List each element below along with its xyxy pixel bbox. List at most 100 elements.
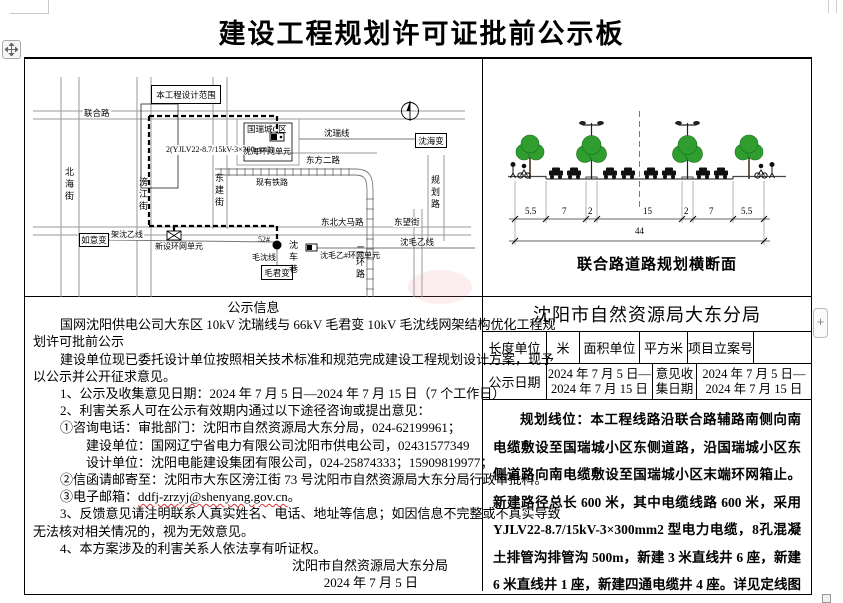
pole-52-node [272,240,282,250]
map-label-beihai-street: 北海街 [64,167,74,203]
map-label-existing-railway: 现有铁路 [256,178,288,187]
map-label-guorui-block: 国瑞城C区 [247,124,287,134]
map-label-shenche-lane: 沈车巷 [288,240,298,276]
notice-line: 国网沈阳供电公司大东区 10kV 沈瑞线与 66kV 毛君变 10kV 毛沈线网… [60,317,556,333]
map-label-dongjian-street: 东建街 [214,173,224,209]
units-row: 长度单位 米 面积单位 平方米 项目立案号 [483,332,811,364]
map-label-maojun-substation: 毛君变 [261,265,293,280]
collect-date-value: 2024 年 7 月 5 日— 2024 年 7 月 15 日 [702,366,806,396]
planned-alignment-text: 规划线位：本工程线路沿联合路辅路南侧向南电缆敷设至国瑞城小区东侧道路，沿国瑞城小… [493,412,801,592]
site-plan-map: 本工程设计范围 沈海变 如意变 毛君变 联合路 2(YJLV22-8.7/15k… [25,59,482,297]
tree-with-lamp [576,121,607,179]
north-compass-icon [401,101,419,121]
publicity-date-value: 2024 年 7 月 5 日— 2024 年 7 月 15 日 [547,364,653,399]
map-label-jiashen-b-line: 架沈乙线 [110,230,144,240]
guorui-parcel [236,118,300,166]
notice-heading: 公示信息 [227,300,280,315]
map-label-shenmao-b-line: 沈毛乙线 [400,237,435,247]
map-label-shenhai-ring-unit: 沈海环网单元 [243,147,291,156]
notice-board-table: 本工程设计范围 沈海变 如意变 毛君变 联合路 2(YJLV22-8.7/15k… [24,57,812,595]
pedestrians [510,162,775,179]
bureau-panel: 沈阳市自然资源局大东分局 长度单位 米 面积单位 平方米 项目立案号 公示日期 … [483,297,811,592]
map-label-dongbei-avenue: 东北大马路 [321,217,364,227]
notice-line: ②信函请邮寄至：沈阳市大东区滂江街 73 号沈阳市自然资源局大东分局行政审批科。 [60,472,548,488]
watermark-stamp [408,270,472,304]
tree [515,134,545,179]
notice-date: 2024 年 7 月 5 日 [323,575,418,591]
map-label-pole-52: 52# [258,235,270,244]
dimension-lines [509,181,770,245]
notice-line: 4、本方案涉及的利害关系人依法享有听证权。 [60,540,327,556]
tree [734,134,764,179]
notice-line: 1、公示及收集意见日期：2024 年 7 月 5 日—2024 年 7 月 15… [60,386,506,402]
move-arrows-icon [5,43,18,56]
email-label: ③电子邮箱： [60,489,139,505]
cross-section-drawing [508,111,786,245]
area-unit-value: 平方米 [640,332,688,363]
notice-line: 2、利害关系人可在公示有效期内通过以下途径咨询或提出意见： [60,403,431,419]
ring-unit-symbols [166,132,318,252]
site-plan-cell: 本工程设计范围 沈海变 如意变 毛君变 联合路 2(YJLV22-8.7/15k… [25,59,483,297]
cars [549,167,728,179]
map-label-pangjiang-street: 滂江街 [138,177,148,213]
road-cross-section-cell: 5.5 7 2 15 2 7 5.5 44 联合路道路规划横断面 [483,59,811,297]
notice-line: 3、反馈意见请注明联系人真实姓名、电话、地址等信息；如因信息不完整或不真实导致 [60,506,561,522]
map-label-maoshen-line: 毛沈线 [252,253,276,262]
map-label-cable-spec: 2(YJLV22-8.7/15kV-3×300mm2) [165,145,275,155]
notice-line: 建设单位：国网辽宁省电力有限公司沈阳市供电公司，02431577349 [86,437,470,453]
notice-line: ①咨询电话：审批部门：沈阳市自然资源局大东分局，024-62199961； [60,420,461,436]
railway [215,168,374,297]
email-suffix: 。 [287,489,301,505]
notice-line: 以公示并公开征求意见。 [33,368,177,384]
dim-sidewalk-left: 5.5 [525,206,537,216]
railway-ties [220,168,374,290]
notice-line: 建设单位现已委托设计单位按照相关技术标准和规范完成建设工程规划设计方案，现予 [60,351,555,367]
power-lines [106,138,475,265]
table-grid-fragment-top-right-1 [828,0,829,13]
publicity-date-label: 公示日期 [483,364,547,399]
map-label-second-ring-road: 二环路 [355,245,365,281]
notice-line: 设计单位：沈阳电能建设集团有限公司，024-25874333；159098199… [86,454,494,470]
bureau-title: 沈阳市自然资源局大东分局 [483,297,811,332]
page-title: 建设工程规划许可证批前公示板 [218,19,625,49]
map-label-shenrui-line: 沈瑞线 [324,128,350,138]
dim-carriageway: 15 [643,206,652,216]
dim-sidewalk-right: 5.5 [741,206,753,216]
table-move-handle-icon[interactable] [2,40,21,59]
dim-lane-right: 7 [709,206,714,216]
map-label-shenmao-b-ring-unit: 沈毛乙#环网单元 [320,251,380,260]
notice-signature: 沈阳市自然资源局大东分局 [291,558,448,574]
map-label-dongfang-2nd-road: 东方二路 [305,155,342,165]
length-unit-value: 米 [547,332,580,363]
dim-strip-right: 2 [684,206,689,216]
dates-row: 公示日期 2024 年 7 月 5 日— 2024 年 7 月 15 日 意见收… [483,364,811,400]
map-label-lianhe-road: 联合路 [83,108,111,118]
table-grid-fragment-top-left [10,0,49,14]
tree-with-lamp [672,121,703,179]
map-label-planned-road: 规划路 [430,175,440,211]
trees [515,121,764,179]
notice-email-line: ③电子邮箱：ddfj-zrzyj@shenyang.gov.cn。 [33,488,474,505]
dim-lane-left: 7 [562,206,567,216]
notice-line: 划许可批前公示 [33,334,125,350]
notice-line: 无法核对相关情况的，视为无效意见。 [33,523,255,539]
map-label-dongwang-street: 东望街 [393,217,421,227]
dim-total-width: 44 [635,226,644,236]
public-notice-text-cell: 公示信息 国网沈阳供电公司大东区 10kV 沈瑞线与 66kV 毛君变 10kV… [25,297,561,591]
collect-date-label: 意见收集日期 [653,364,697,399]
area-unit-label: 面积单位 [580,332,640,363]
map-label-design-scope: 本工程设计范围 [151,85,221,104]
case-number-label: 项目立案号 [688,332,754,363]
ground-line [508,175,786,180]
insert-row-plus-handle[interactable]: + [813,308,828,338]
case-number-value [754,332,811,363]
table-resize-handle[interactable] [822,594,831,603]
cross-section-caption: 联合路道路规划横断面 [576,257,737,273]
email-address: ddfj-zrzyj@shenyang.gov.cn [138,489,288,505]
map-label-ruyi-substation: 如意变 [79,233,109,247]
table-grid-fragment-top-right-2 [836,0,837,13]
new-cable-route [147,114,279,241]
map-label-shenhai-substation: 沈海变 [415,133,447,148]
dim-strip-left: 2 [588,206,593,216]
